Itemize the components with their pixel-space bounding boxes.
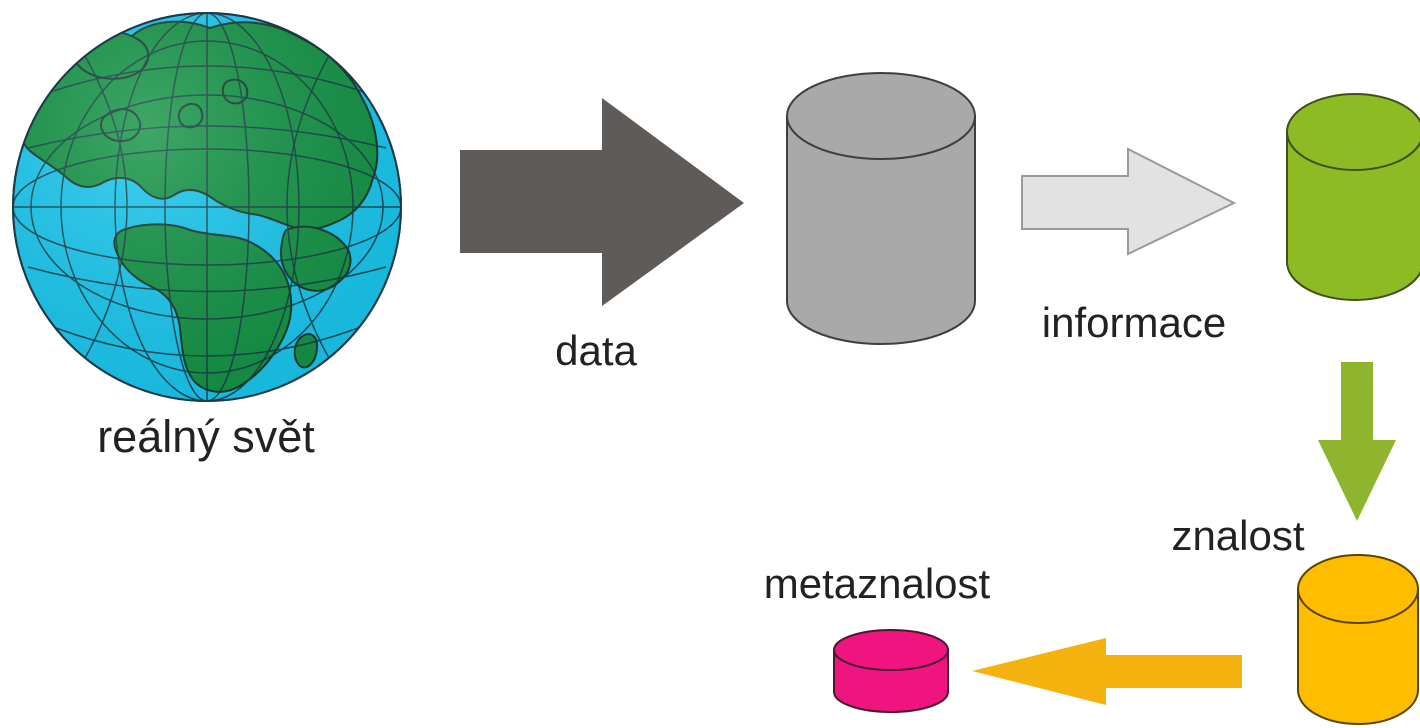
metaknowledge-cylinder-icon bbox=[833, 629, 949, 713]
knowledge-cylinder-top bbox=[1297, 554, 1419, 624]
metaknowledge-cylinder-top bbox=[833, 629, 949, 671]
knowledge-cylinder-body bbox=[1297, 588, 1419, 725]
information-arrow-icon bbox=[1021, 147, 1237, 256]
globe-shading bbox=[12, 12, 402, 402]
data-cylinder-body bbox=[786, 115, 976, 345]
label-real-world: reálný svět bbox=[97, 411, 315, 462]
metaknowledge-arrow-icon bbox=[972, 638, 1242, 705]
label-information: informace bbox=[1042, 299, 1226, 346]
knowledge-arrow-icon bbox=[1318, 362, 1396, 521]
information-cylinder-top bbox=[1286, 93, 1420, 171]
data-cylinder-top bbox=[786, 72, 976, 160]
data-arrow-icon bbox=[460, 98, 744, 306]
data-cylinder-icon bbox=[786, 72, 976, 345]
label-data: data bbox=[555, 327, 637, 374]
label-metaknowledge: metaznalost bbox=[764, 560, 991, 607]
knowledge-cylinder-icon bbox=[1297, 554, 1419, 725]
information-cylinder-icon bbox=[1286, 93, 1420, 301]
globe-icon bbox=[12, 12, 402, 402]
label-knowledge: znalost bbox=[1171, 512, 1304, 559]
